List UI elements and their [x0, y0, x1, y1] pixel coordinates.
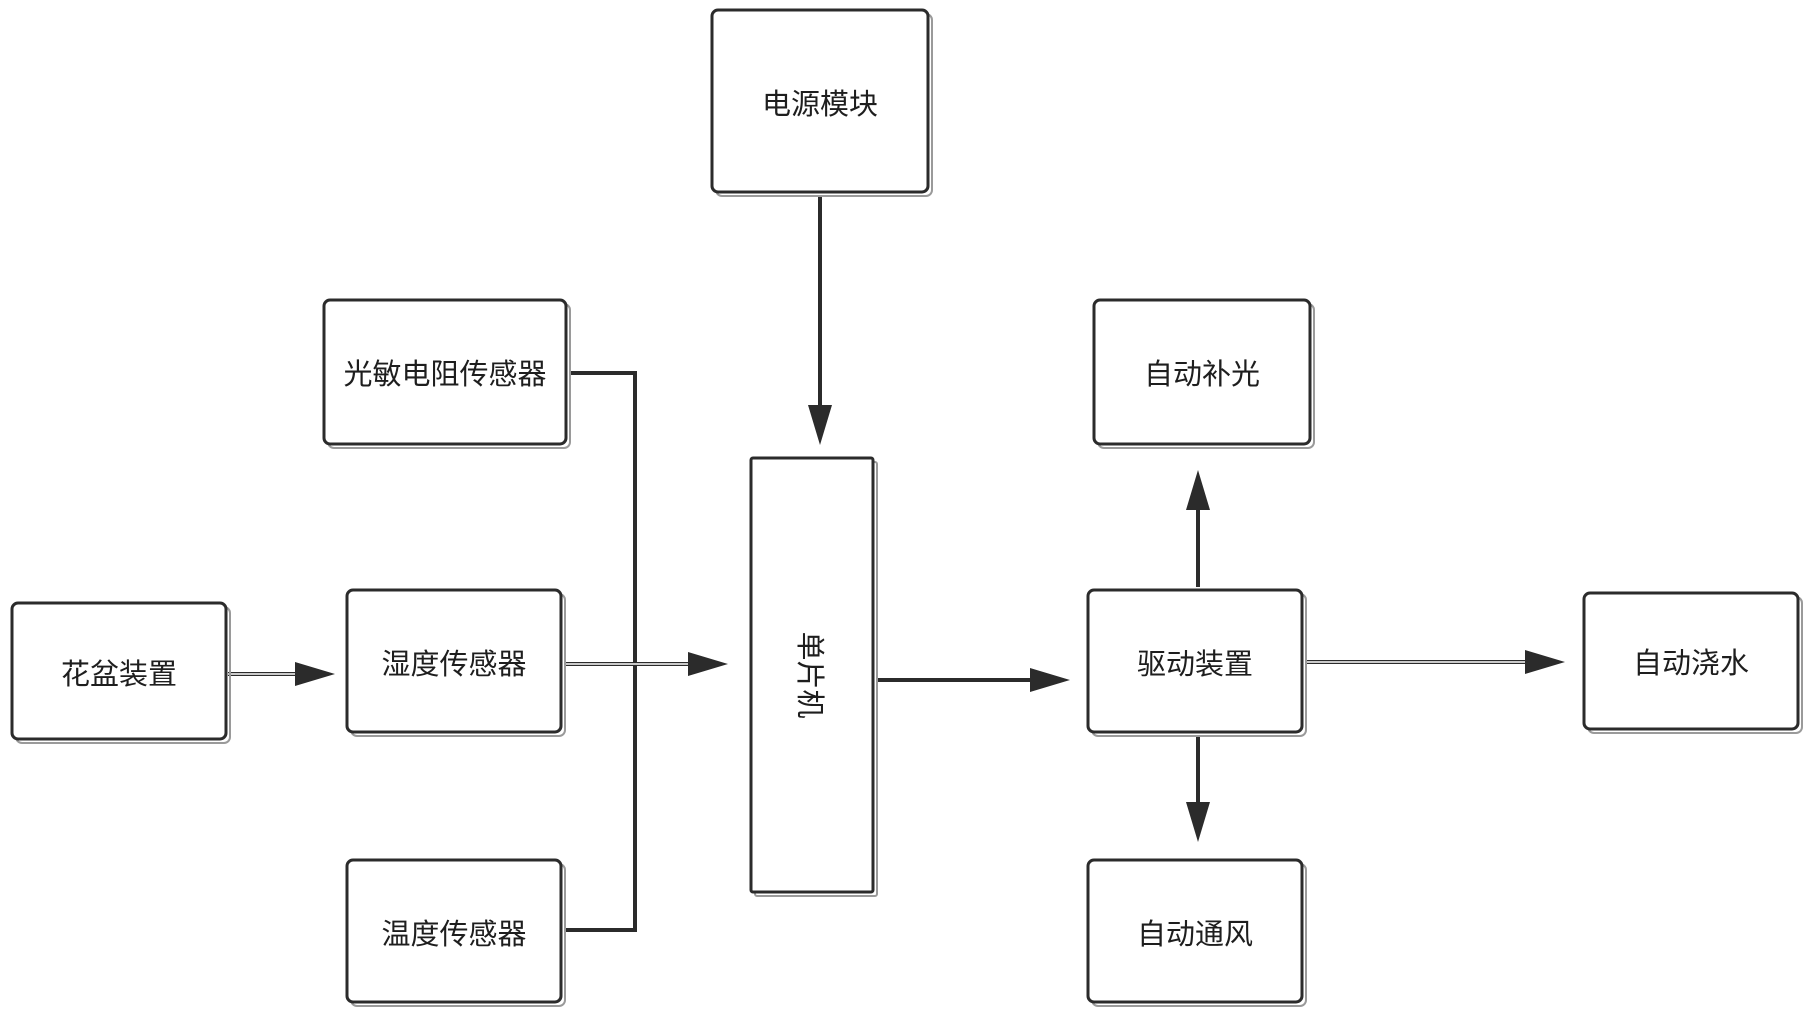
- auto-water-label: 自动浇水: [1633, 646, 1749, 680]
- arrowhead-driver-to-water: [1525, 650, 1565, 674]
- mcu-box: 单片机: [751, 458, 877, 896]
- connector-light-sensor-bus: [565, 373, 635, 930]
- arrowhead-driver-to-vent: [1186, 802, 1210, 842]
- arrowhead-pot-to-humidity: [295, 662, 335, 686]
- auto-light-box: 自动补光: [1094, 300, 1314, 448]
- driver-box: 驱动装置: [1088, 590, 1306, 736]
- arrowhead-mcu-to-driver: [1030, 668, 1070, 692]
- arrowhead-driver-to-light: [1186, 470, 1210, 510]
- flowerpot-label: 花盆装置: [61, 657, 177, 691]
- power-module-label: 电源模块: [762, 87, 878, 121]
- auto-light-label: 自动补光: [1144, 357, 1260, 391]
- auto-water-box: 自动浇水: [1584, 593, 1802, 733]
- power-module-box: 电源模块: [712, 10, 932, 196]
- flowerpot-box: 花盆装置: [12, 603, 230, 743]
- humidity-sensor-box: 湿度传感器: [347, 590, 565, 736]
- driver-label: 驱动装置: [1137, 647, 1253, 681]
- arrowhead-power-to-mcu: [808, 405, 832, 445]
- humidity-sensor-label: 湿度传感器: [381, 647, 526, 681]
- light-sensor-label: 光敏电阻传感器: [343, 357, 546, 391]
- auto-vent-label: 自动通风: [1137, 917, 1253, 951]
- temperature-sensor-box: 温度传感器: [347, 860, 565, 1006]
- arrowhead-humidity-to-mcu: [688, 652, 728, 676]
- temperature-sensor-label: 温度传感器: [381, 917, 526, 951]
- mcu-label: 单片机: [793, 631, 827, 718]
- auto-vent-box: 自动通风: [1088, 860, 1306, 1006]
- light-sensor-box: 光敏电阻传感器: [324, 300, 570, 448]
